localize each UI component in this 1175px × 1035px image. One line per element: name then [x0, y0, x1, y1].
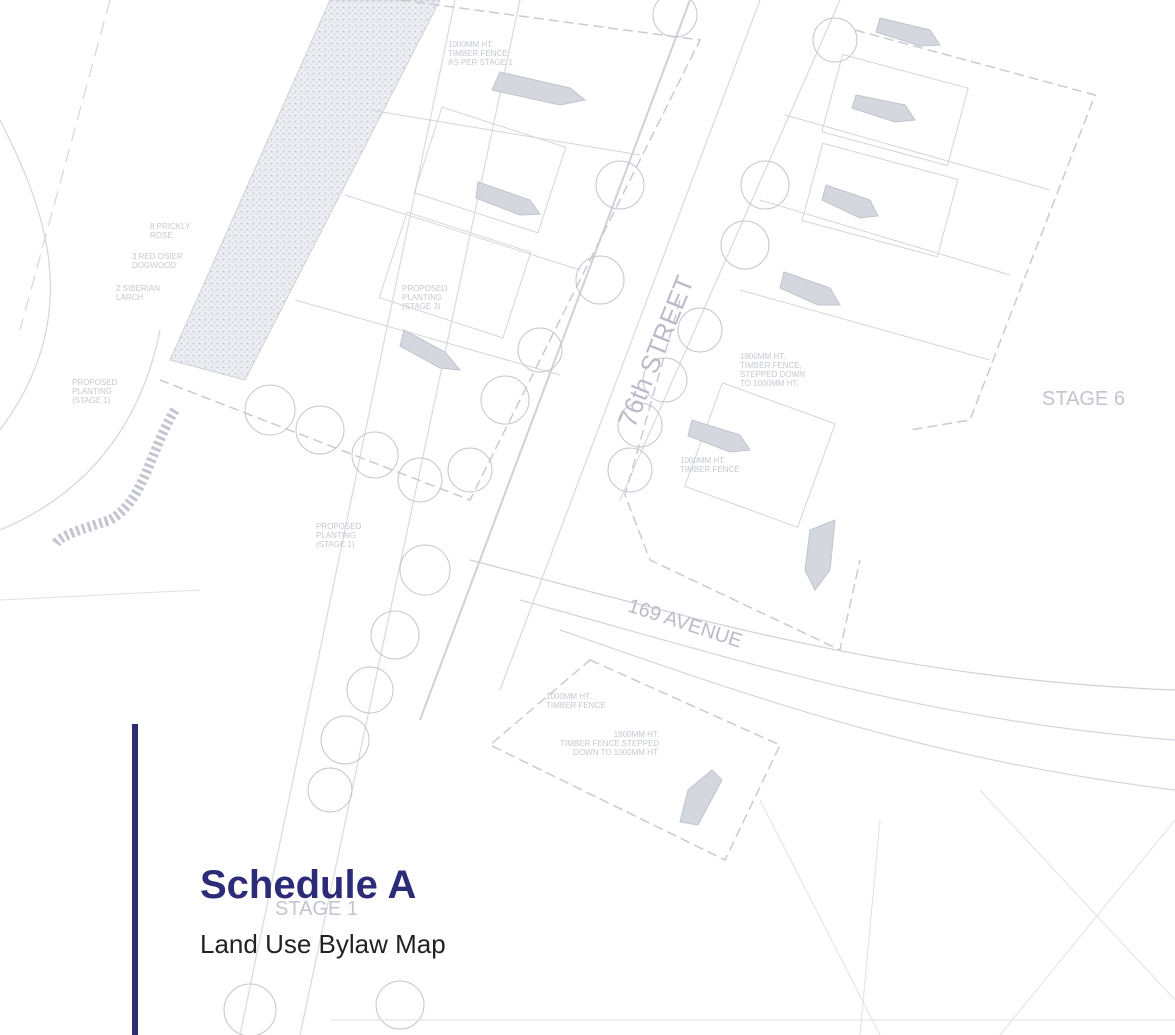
plan-note: PROPOSED PLANTING (STAGE 1): [316, 522, 362, 549]
plan-note: 2 SIBERIAN LARCH: [116, 284, 161, 302]
plan-note: 1000mm HT. TIMBER FENCE AS PER STAGE 1: [448, 40, 513, 67]
stage-label-6: STAGE 6: [1042, 388, 1125, 410]
plan-note: 1800mm HT. TIMBER FENCE, STEPPED DOWN TO…: [740, 352, 805, 388]
plan-note: 1000mm HT. TIMBER FENCE: [680, 456, 740, 474]
plan-note: 1800mm HT. TIMBER FENCE STEPPED DOWN TO …: [560, 730, 660, 757]
plan-note: 8 PRICKLY ROSE: [150, 222, 191, 240]
page-title: Schedule A: [200, 863, 417, 907]
plan-note: 1000mm HT. TIMBER FENCE: [546, 692, 606, 710]
plan-note: PROPOSED PLANTING (STAGE 1): [72, 378, 118, 405]
title-accent-bar: [132, 724, 138, 1035]
plan-note: 3 RED OSIER DOGWOOD: [132, 252, 183, 270]
page-subtitle: Land Use Bylaw Map: [200, 929, 446, 959]
curved-road-line: [0, 119, 52, 431]
stage-label-1: STAGE 1: [275, 898, 358, 920]
plan-note: PROPOSED PLANTING (STAGE 3): [402, 284, 448, 311]
